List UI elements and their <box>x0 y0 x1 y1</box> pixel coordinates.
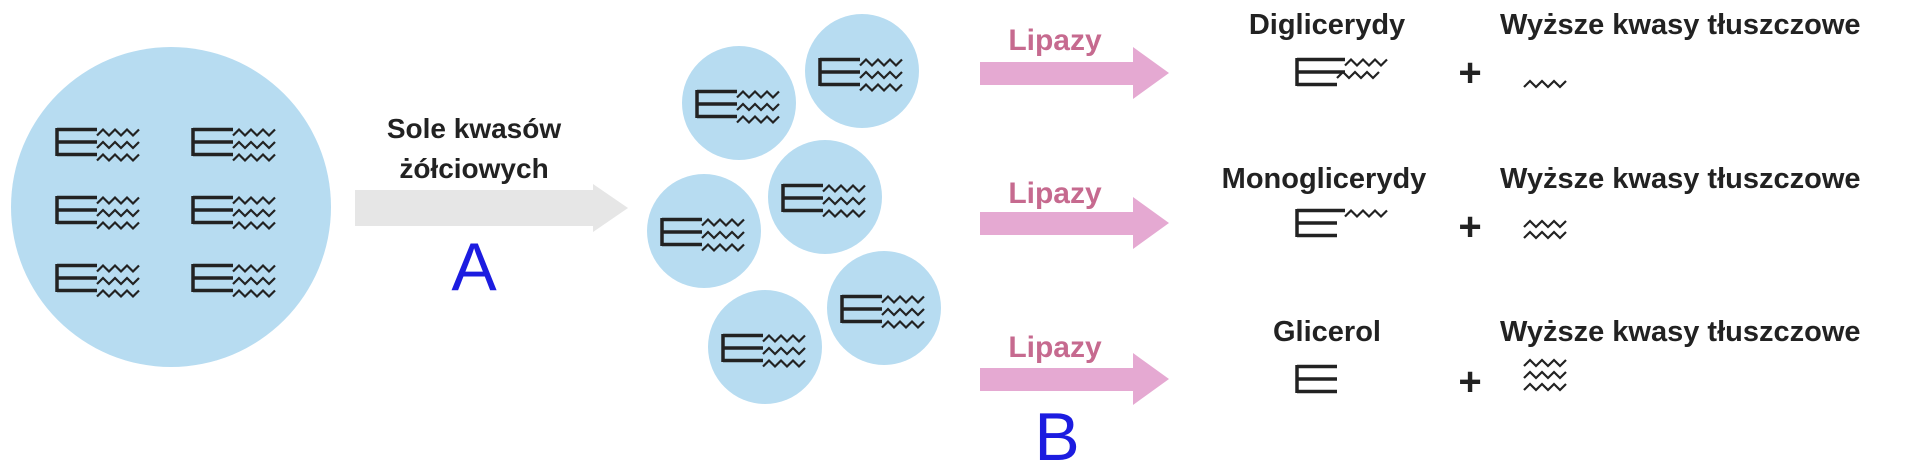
monoglyceride-label: Monoglicerydy <box>1222 163 1427 195</box>
step-a-letter: A <box>451 229 497 305</box>
fatty-acids-label: Wyższe kwasy tłuszczowe <box>1500 163 1861 195</box>
lipase-arrow <box>980 353 1169 405</box>
lipase-label: Lipazy <box>1008 24 1102 57</box>
step-b-letter: B <box>1034 399 1079 461</box>
lipase-arrow <box>980 197 1169 249</box>
plus-sign: + <box>1458 360 1481 404</box>
micelle-icon <box>647 174 761 288</box>
lipase-label: Lipazy <box>1008 331 1102 364</box>
micelle-icon <box>768 140 882 254</box>
large-fat-droplet <box>11 47 331 367</box>
bile-salts-label-line1: Sole kwasów <box>387 113 562 144</box>
micelle-icon <box>708 290 822 404</box>
bile-salts-arrow <box>355 184 628 232</box>
lipase-arrow <box>980 47 1169 99</box>
bile-salts-label-line2: żółciowych <box>399 153 548 184</box>
micelle-icon <box>805 14 919 128</box>
micelle-icon <box>827 251 941 365</box>
lipase-label: Lipazy <box>1008 177 1102 210</box>
diglyceride-icon <box>1295 57 1389 87</box>
glycerol-label: Glicerol <box>1273 316 1381 348</box>
diglyceride-label: Diglicerydy <box>1249 9 1405 41</box>
fatty-acid-icon <box>1522 219 1568 240</box>
fatty-acid-icon <box>1522 79 1568 89</box>
micelle-icon <box>682 46 796 160</box>
fatty-acids-label: Wyższe kwasy tłuszczowe <box>1500 9 1861 41</box>
glycerol-icon <box>1295 364 1337 394</box>
monoglyceride-icon <box>1295 208 1389 238</box>
fatty-acid-icon <box>1522 358 1568 392</box>
plus-sign: + <box>1458 51 1481 95</box>
fatty-acids-label: Wyższe kwasy tłuszczowe <box>1500 316 1861 348</box>
plus-sign: + <box>1458 205 1481 249</box>
